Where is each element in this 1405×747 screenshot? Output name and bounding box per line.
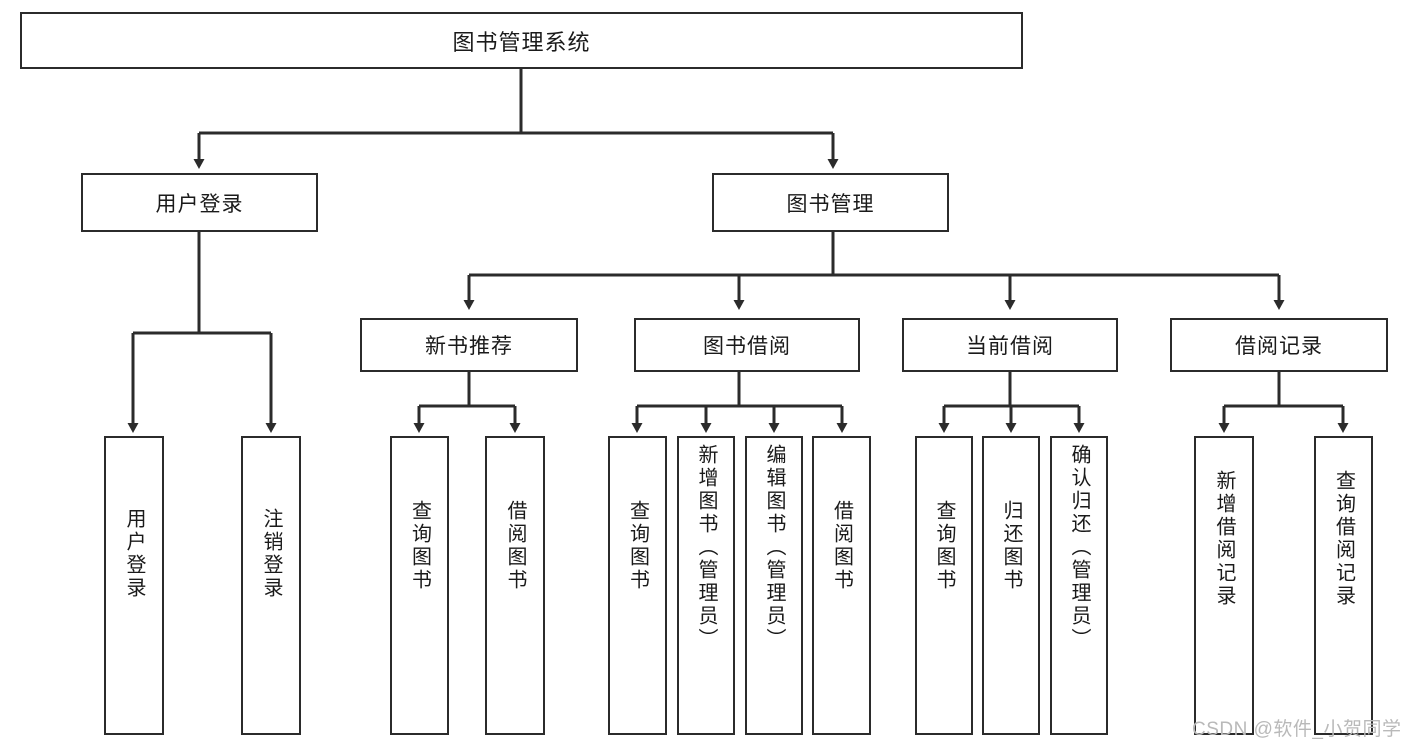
leaf-logout-login[interactable]: 注销登录 [241,436,301,735]
leaf-add-book[interactable]: 新增图书（管理员） [677,436,735,735]
leaf-borrow-book-2[interactable]: 借阅图书 [812,436,871,735]
node-label: 查询图书 [933,500,955,592]
leaf-edit-book[interactable]: 编辑图书（管理员） [745,436,803,735]
node-current-borrow[interactable]: 当前借阅 [902,318,1118,372]
node-label: 当前借阅 [966,335,1054,358]
node-label: 借阅图书 [830,500,853,592]
node-root-system[interactable]: 图书管理系统 [20,12,1023,69]
leaf-query-book-2[interactable]: 查询图书 [608,436,667,735]
node-label: 查询图书 [626,500,649,592]
leaf-add-record[interactable]: 新增借阅记录 [1194,436,1254,735]
leaf-borrow-book-1[interactable]: 借阅图书 [485,436,545,735]
node-label: 图书借阅 [703,335,791,358]
leaf-user-login[interactable]: 用户登录 [104,436,164,735]
node-label: 注销登录 [260,508,282,600]
node-book-borrow[interactable]: 图书借阅 [634,318,860,372]
node-label: 新书推荐 [425,335,513,358]
node-borrow-record[interactable]: 借阅记录 [1170,318,1388,372]
node-label: 归还图书 [1000,500,1022,592]
node-new-book-recommend[interactable]: 新书推荐 [360,318,578,372]
node-label: 图书管理 [786,192,875,216]
leaf-query-book-1[interactable]: 查询图书 [390,436,449,735]
node-label: 借阅记录 [1235,335,1323,358]
node-label: 用户登录 [155,192,244,216]
node-label: 图书管理系统 [452,29,591,55]
node-label: 借阅图书 [504,500,526,592]
leaf-return-book[interactable]: 归还图书 [982,436,1040,735]
node-label: 查询借阅记录 [1332,470,1355,608]
node-label: 用户登录 [123,508,145,600]
node-user-login[interactable]: 用户登录 [81,173,318,232]
node-label: 新增图书（管理员） [695,444,717,651]
leaf-query-book-3[interactable]: 查询图书 [915,436,973,735]
node-label: 编辑图书（管理员） [763,444,785,651]
node-label: 查询图书 [408,500,431,592]
leaf-query-record[interactable]: 查询借阅记录 [1314,436,1373,735]
leaf-confirm-return[interactable]: 确认归还（管理员） [1050,436,1108,735]
node-book-manage[interactable]: 图书管理 [712,173,949,232]
node-label: 新增借阅记录 [1213,470,1235,608]
node-label: 确认归还（管理员） [1068,444,1090,651]
